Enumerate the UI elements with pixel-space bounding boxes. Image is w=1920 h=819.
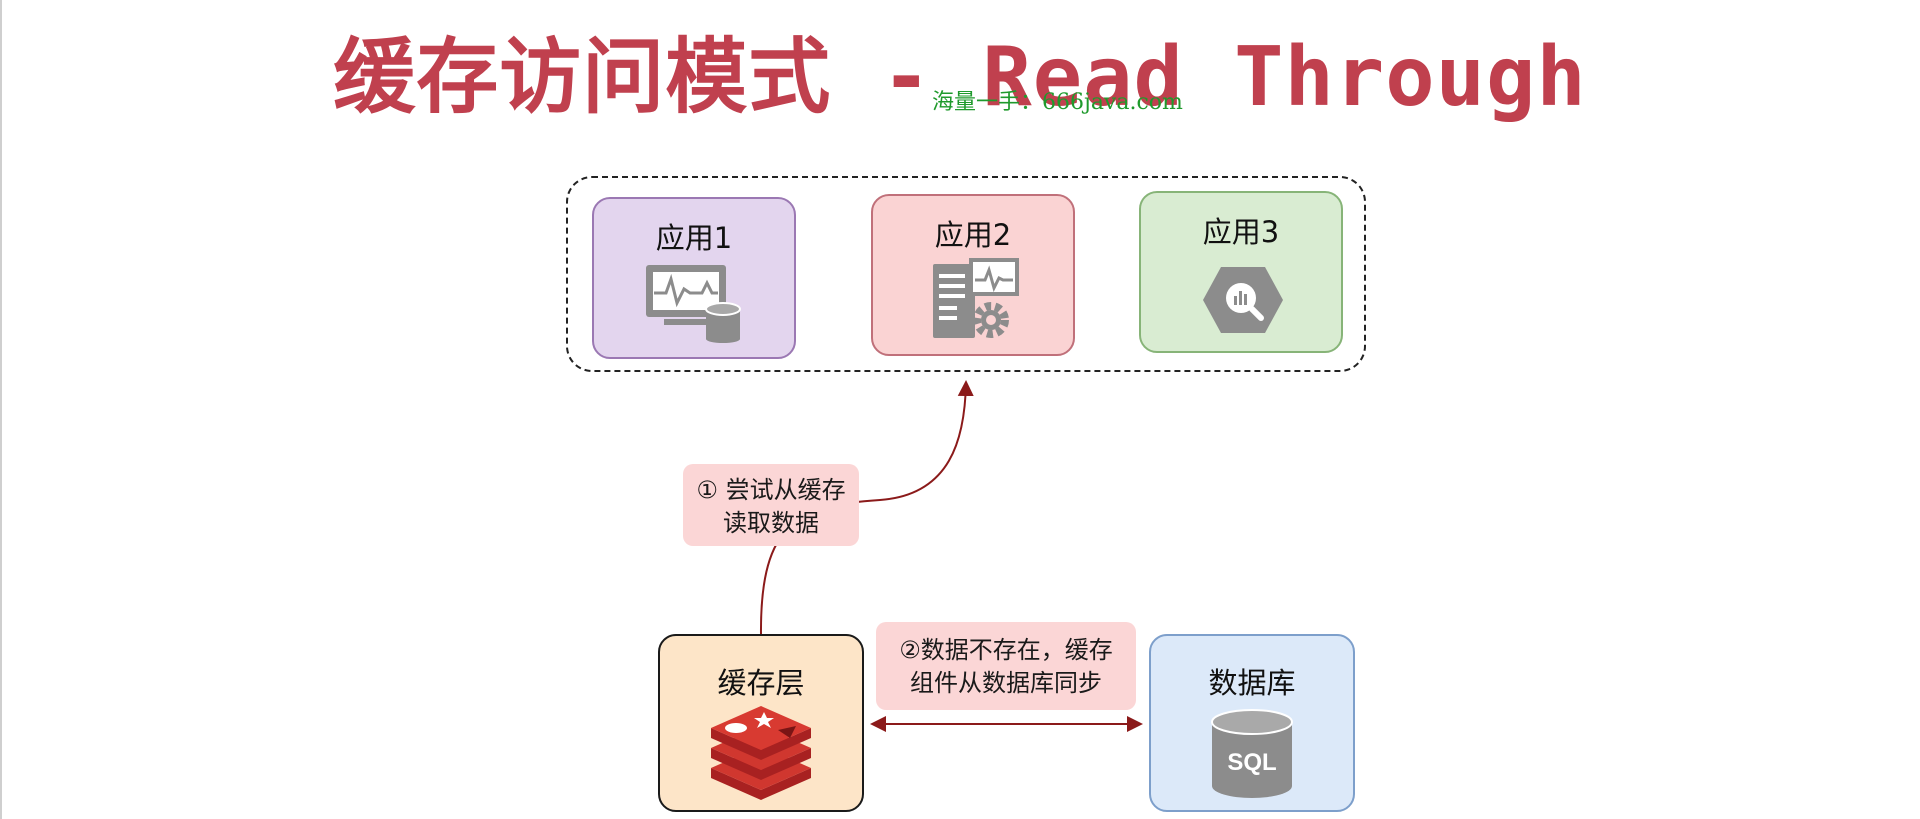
bigquery-hexagon-icon [1203, 267, 1283, 333]
app3-label: 应用3 [1202, 215, 1280, 249]
step1-note: ① 尝试从缓存 读取数据 [683, 464, 859, 546]
app2-label: 应用2 [934, 218, 1012, 252]
app2-box: 应用2 [871, 194, 1075, 356]
monitor-database-icon [646, 265, 741, 343]
app1-box: 应用1 [592, 197, 796, 359]
watermark-text: 海量一手：666java.com [932, 90, 1183, 115]
step1-line2: 读取数据 [723, 509, 819, 537]
step2-note: ②数据不存在，缓存 组件从数据库同步 [876, 622, 1136, 710]
sql-database-icon: SQL [1211, 709, 1293, 798]
page-left-edge [0, 0, 2, 819]
cache-layer-box: 缓存层 [658, 634, 864, 812]
page-title: 缓存访问模式 - Read Through [333, 30, 1587, 125]
application-group [566, 176, 1366, 372]
sql-icon-text: SQL [1227, 749, 1276, 776]
server-gear-icon [933, 258, 1019, 338]
step2-line2: 组件从数据库同步 [910, 669, 1102, 697]
cache-layer-label: 缓存层 [717, 666, 805, 700]
step1-line1: ① 尝试从缓存 [696, 476, 846, 504]
app3-box: 应用3 [1139, 191, 1343, 353]
database-box: 数据库 SQL [1149, 634, 1355, 812]
app1-label: 应用1 [655, 221, 733, 255]
step2-line1: ②数据不存在，缓存 [899, 636, 1113, 664]
redis-icon [711, 706, 811, 800]
database-label: 数据库 [1208, 666, 1296, 700]
read-attempt-arrow [759, 380, 974, 635]
